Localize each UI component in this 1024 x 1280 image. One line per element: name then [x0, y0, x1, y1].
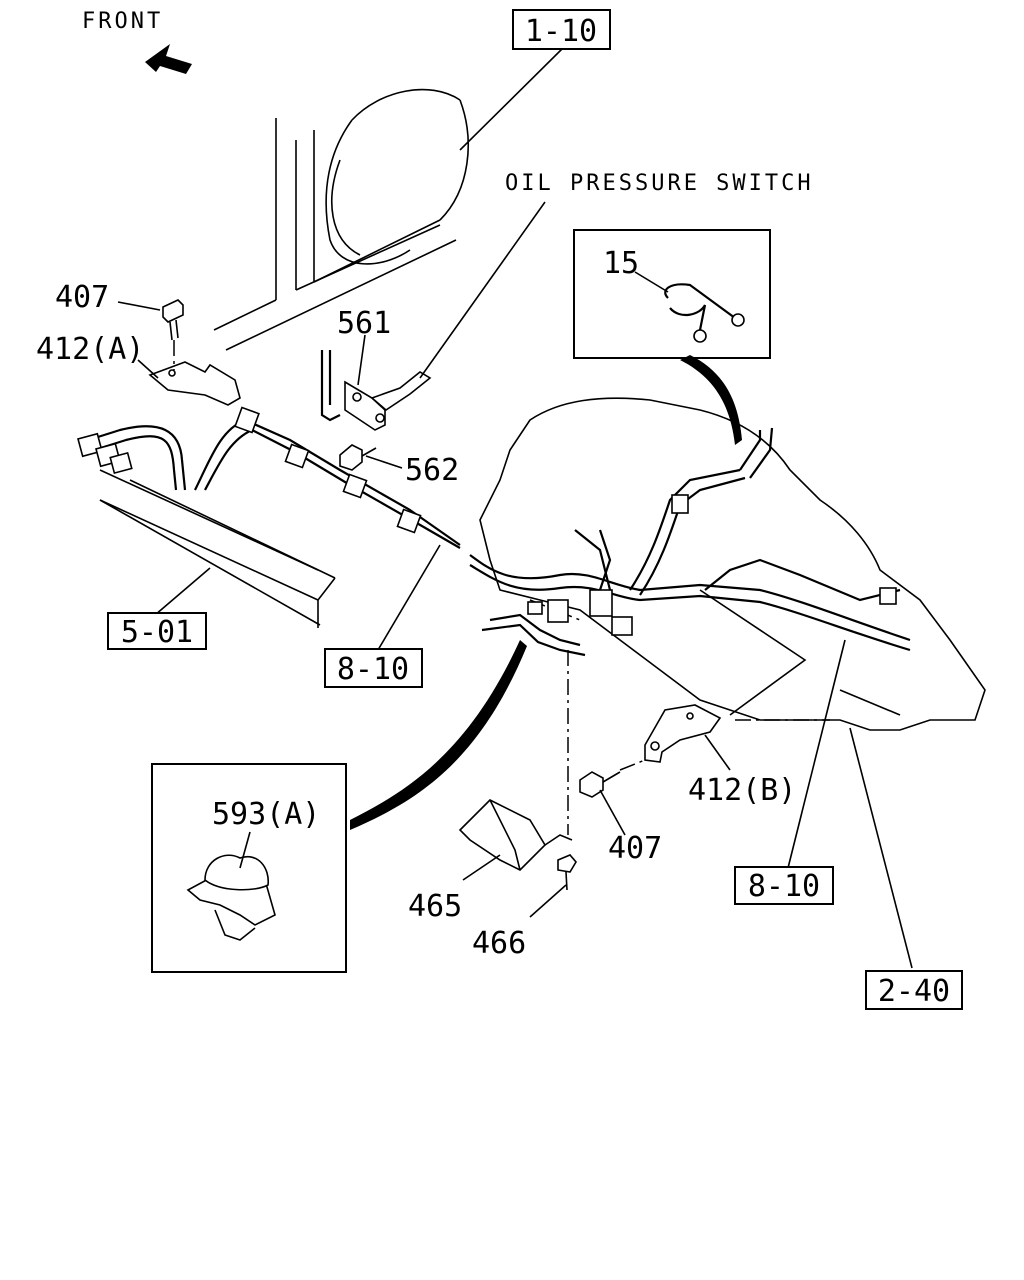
- oil-pressure-switch-label: OIL PRESSURE SWITCH: [505, 171, 814, 196]
- part-561-label: 561: [337, 306, 391, 341]
- part-412b-label: 412(B): [688, 773, 796, 808]
- part-562-label: 562: [405, 453, 459, 488]
- front-arrow-icon: [145, 44, 192, 74]
- part-466-label: 466: [472, 926, 526, 961]
- harness-connectors: [77, 406, 897, 636]
- detail-pointer-15: [680, 355, 742, 445]
- ref-5-01-text: 5-01: [121, 615, 193, 650]
- part-593a-label: 593(A): [212, 797, 320, 832]
- ref-box-5-01[interactable]: 5-01: [107, 612, 207, 650]
- part-15-label: 15: [603, 246, 639, 281]
- bracket-412b-assembly: [579, 704, 722, 798]
- leader-lines: [117, 47, 913, 969]
- part-407-bottom-label: 407: [608, 831, 662, 866]
- engine-outline: [213, 88, 469, 351]
- ref-box-2-40[interactable]: 2-40: [865, 970, 963, 1010]
- clip-15-icon: [664, 283, 745, 343]
- ref-8-10-right-text: 8-10: [748, 869, 820, 904]
- ref-8-10-left-text: 8-10: [337, 652, 409, 687]
- detail-pointer-593a: [350, 640, 527, 830]
- part-465-label: 465: [408, 889, 462, 924]
- ref-box-8-10-right[interactable]: 8-10: [734, 866, 834, 905]
- part-412a-label: 412(A): [36, 332, 144, 367]
- cover-465-assembly: [458, 650, 577, 891]
- detail-box-15: [573, 229, 771, 359]
- transmission-outline: [479, 397, 986, 731]
- oil-pressure-switch-assembly: [320, 350, 432, 471]
- bracket-412a-assembly: [148, 299, 241, 406]
- ref-2-40-text: 2-40: [878, 974, 950, 1009]
- part-407-top-label: 407: [55, 280, 109, 315]
- frame-rail: [99, 469, 336, 628]
- ref-1-10-text: 1-10: [525, 14, 597, 49]
- front-label: FRONT: [82, 9, 163, 34]
- ref-box-8-10-left[interactable]: 8-10: [324, 648, 423, 688]
- ref-box-1-10[interactable]: 1-10: [512, 9, 611, 50]
- clip-593a-icon: [186, 854, 276, 941]
